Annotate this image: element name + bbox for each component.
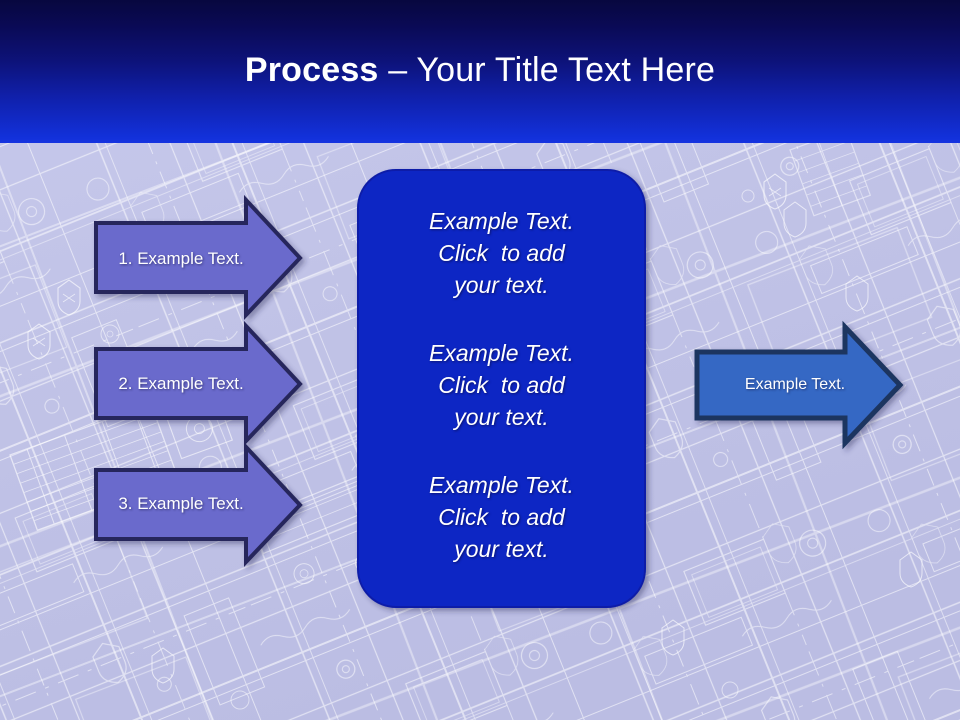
process-step-arrow-1	[94, 194, 303, 321]
process-step-arrow-3	[94, 441, 303, 568]
page-title-rest-part: – Your Title Text Here	[378, 51, 716, 89]
page-title: Process – Your Title Text Here	[0, 50, 960, 90]
slide-title-banner: Process – Your Title Text Here	[0, 0, 960, 143]
process-center-box	[357, 169, 646, 608]
process-step-arrow-2	[94, 320, 303, 447]
process-output-arrow	[694, 320, 904, 450]
page-title-bold-part: Process	[244, 51, 379, 89]
